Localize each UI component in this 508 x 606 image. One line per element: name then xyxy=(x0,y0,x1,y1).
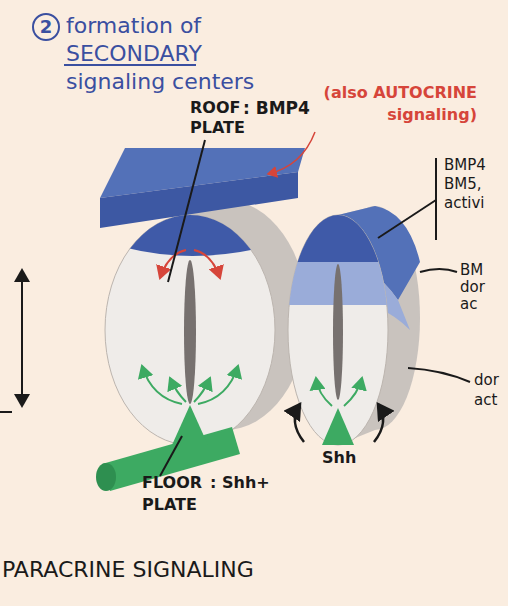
diagram-title: formation of SECONDARY signaling centers xyxy=(66,12,266,96)
signal-name: BM dor ac xyxy=(460,262,485,313)
signal-name: : Shh+ xyxy=(210,472,270,494)
signal-name: dor act xyxy=(474,370,499,410)
signaling-type: PARACRINE SIGNALING xyxy=(2,556,254,584)
callout-number: 2 xyxy=(33,14,59,40)
bracket-line xyxy=(435,158,437,240)
roof-plate-slab xyxy=(100,148,305,228)
leader-line xyxy=(160,436,182,476)
right-neural-tube xyxy=(285,205,420,445)
dimension-tick xyxy=(0,411,12,413)
dimension-arrow xyxy=(21,270,23,406)
signal-name: : BMP4 xyxy=(243,98,310,118)
signal-name: BMP4 BM5, activi xyxy=(444,156,486,213)
leader-line xyxy=(378,200,436,238)
part-name: FLOOR PLATE xyxy=(142,472,204,516)
signal-name: Shh xyxy=(322,448,356,468)
number-circle xyxy=(33,14,59,40)
leader-line xyxy=(168,140,205,282)
leader-line xyxy=(420,269,457,272)
leader-line xyxy=(408,368,470,382)
left-neural-tube xyxy=(96,200,307,491)
part-name: ROOF PLATE xyxy=(190,98,248,138)
autocrine-arrow xyxy=(268,132,315,174)
